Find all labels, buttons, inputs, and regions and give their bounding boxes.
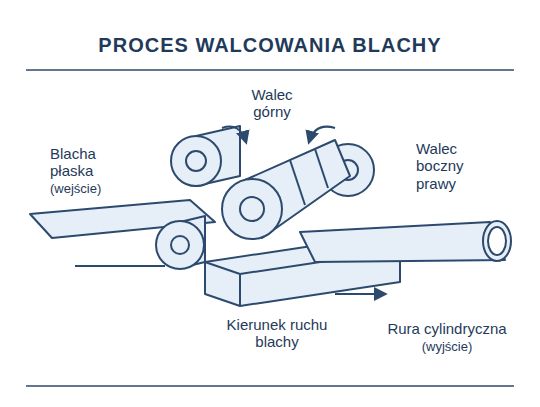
upper-roller-hub	[240, 197, 264, 221]
upper-roller-end	[222, 179, 282, 239]
pipe-bore	[488, 227, 506, 255]
guide-line	[75, 265, 165, 267]
pipe-end	[483, 221, 511, 261]
rotation-arrow	[222, 127, 246, 142]
part-note: (wyjście)	[372, 340, 522, 355]
part-label: Walec górny	[232, 86, 312, 121]
part-label: Rura cylindryczna	[372, 320, 522, 337]
direction-label: Kierunek ruchu blachy	[222, 316, 332, 351]
diagram-title: PROCES WALCOWANIA BLACHY	[20, 34, 520, 57]
title-rule	[26, 69, 514, 71]
bottom-rule	[26, 385, 514, 387]
part-label: Walec boczny prawy	[416, 140, 486, 192]
upper-left-roller	[171, 136, 221, 186]
part-label: Blacha płaska	[50, 145, 120, 180]
direction-arrow	[335, 293, 385, 295]
upper-roller-seam	[290, 160, 305, 205]
rotation-arrow	[309, 127, 335, 142]
lower-roller-hub	[171, 236, 189, 254]
upper-left-roller-hub	[186, 151, 206, 171]
pipe-body	[300, 222, 505, 262]
upper-roller-seam	[315, 149, 328, 188]
lower-roller	[156, 221, 204, 269]
part-note: (wejście)	[50, 182, 130, 197]
